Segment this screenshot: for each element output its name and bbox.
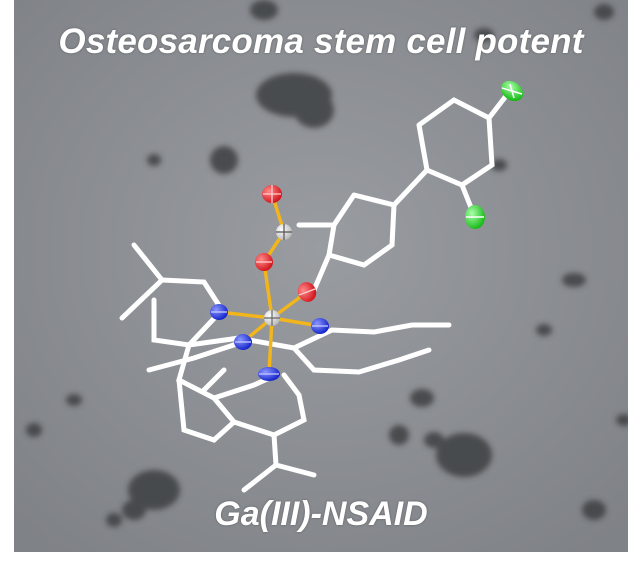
title-caption: Osteosarcoma stem cell potent xyxy=(58,22,584,61)
chlorine-atom xyxy=(465,205,485,229)
oxygen-atom xyxy=(262,185,282,203)
chlorine-atom xyxy=(500,80,524,102)
oxygen-atom xyxy=(255,253,273,271)
nitrogen-atom xyxy=(258,367,280,381)
micrograph-background xyxy=(14,0,628,552)
photo-panel: Osteosarcoma stem cell potent Ga(III)-NS… xyxy=(14,0,628,552)
carbon-atom xyxy=(276,224,292,240)
oxygen-atom xyxy=(297,282,317,302)
gallium-atom xyxy=(264,310,280,326)
nitrogen-atom xyxy=(210,304,228,320)
nitrogen-atom xyxy=(234,334,252,350)
subtitle-caption: Ga(III)-NSAID xyxy=(214,495,428,533)
nitrogen-atom xyxy=(311,318,329,334)
molecule-structure xyxy=(119,80,524,493)
